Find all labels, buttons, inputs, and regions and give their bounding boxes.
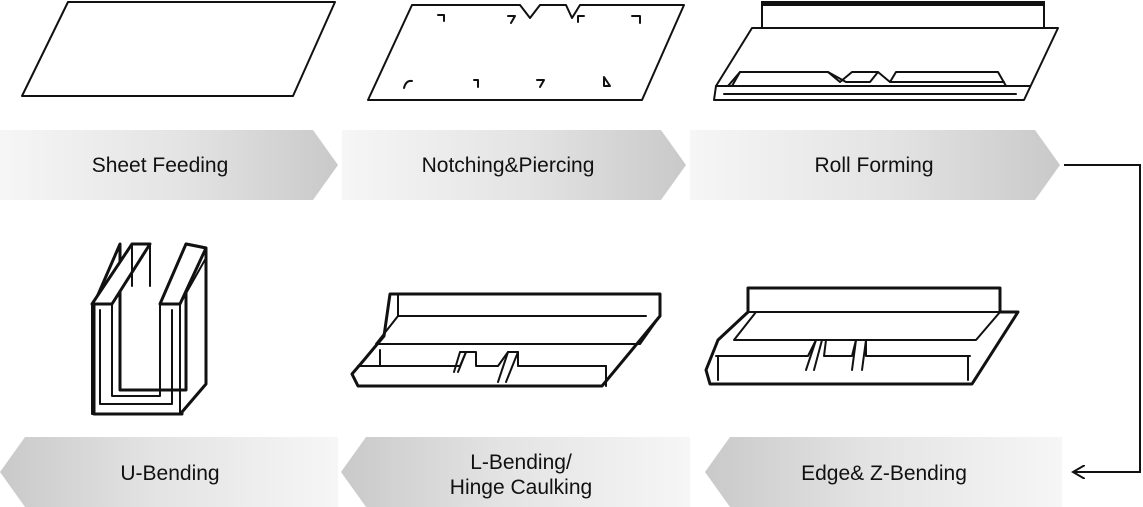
step-label: Notching&Piercing xyxy=(422,154,595,177)
step-edge-z-bending: Edge& Z-Bending xyxy=(705,437,1062,507)
banner-arrow xyxy=(690,130,1060,200)
step-label: Edge& Z-Bending xyxy=(801,462,967,485)
sheet-feeding-illustration xyxy=(21,1,336,97)
step-l-bending-hinge-caulking: L-Bending/ Hinge Caulking xyxy=(341,437,690,507)
banner-arrow xyxy=(0,130,338,200)
edge-z-bending-illustration xyxy=(704,286,1020,386)
banner-arrow xyxy=(341,437,690,507)
step-notching-piercing: Notching&Piercing xyxy=(342,130,686,200)
step-sheet-feeding: Sheet Feeding xyxy=(0,130,338,200)
u-bending-illustration xyxy=(90,242,208,416)
step-label: U-Bending xyxy=(120,462,219,485)
step-label: Sheet Feeding xyxy=(92,154,229,177)
step-label-line1: L-Bending/ xyxy=(470,451,572,474)
banner-arrow xyxy=(342,130,686,200)
step-label-line2: Hinge Caulking xyxy=(450,476,592,499)
banner-arrow xyxy=(705,437,1062,507)
step-roll-forming: Roll Forming xyxy=(690,130,1060,200)
notching-piercing-illustration xyxy=(367,4,685,101)
step-u-bending: U-Bending xyxy=(0,437,338,507)
flow-connector-arrow xyxy=(1064,164,1141,472)
step-label: Roll Forming xyxy=(814,154,933,177)
banner-arrow xyxy=(0,437,338,507)
l-bending-hinge-caulking-illustration xyxy=(350,292,662,388)
roll-forming-illustration xyxy=(713,1,1059,101)
